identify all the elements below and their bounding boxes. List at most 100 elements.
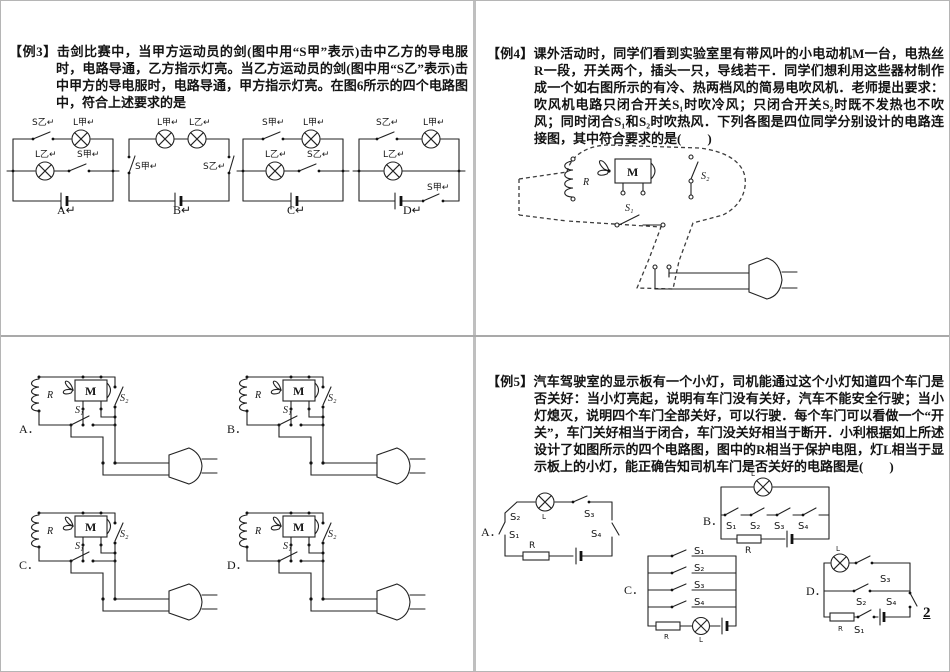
switch-icon [671,549,687,608]
switch-icon [32,131,51,140]
switch-label: S₃ [584,509,594,520]
switch-label: S₂ [750,521,760,532]
ex4-option-a: A． [19,374,218,485]
option-letter: C． [19,558,39,572]
ex4-option-d: D． [227,510,426,621]
ex5-circuit-d: D． L S₃ S₂ S₄ R S₁ [806,545,918,636]
switch-label: S₂ [856,597,866,608]
resistor-label: R [745,546,751,556]
switch-icon [422,193,440,202]
switch-icon [909,592,918,607]
switch-icon [855,555,871,564]
switch-icon [857,609,872,618]
switch-label: S甲↵ [262,117,284,128]
switch-icon [853,583,869,592]
lamp-label: L [836,545,840,553]
switch-label: S乙↵ [203,161,225,172]
switch-label: S₄ [886,597,896,608]
lamp-icon [753,477,773,497]
ex3-circuit-a: S乙↵ L甲↵ L乙↵ S甲↵ A↵ [6,117,120,217]
motor-icon [614,158,656,196]
lamp-icon [187,129,207,149]
lamp-icon [301,129,321,149]
switch-label: S₃ [694,580,704,591]
lamp-icon [830,553,850,573]
problem-ex3: 【例3】击剑比赛中，当甲方运动员的剑(图中用“S甲”表示)击中乙方的导电服时，电… [9,43,468,111]
problem-ex5-tag: 【例5】 [487,374,534,389]
lamp-label: L甲↵ [157,117,179,128]
circuit-letter: C↵ [287,203,305,217]
plug-icon [748,257,783,300]
switch-icon [128,155,136,174]
cord-and-plug [652,257,798,300]
lamp-icon [535,492,555,512]
battery-icon [786,530,794,548]
page-number: 2 [923,605,931,621]
ex4-option-c: C． [19,510,218,621]
switch-label: S₁ [726,521,736,532]
lamp-icon [71,129,91,149]
switch-s1-label: S₁ [625,203,633,214]
heater-label: R [582,177,589,188]
battery-icon [879,608,886,626]
heater-coil-icon [564,156,576,202]
lamp-label: L乙↵ [383,149,405,160]
lamp-label: L乙↵ [265,149,287,160]
switch-icon [498,521,506,535]
switch-label: S₄ [798,521,808,532]
resistor-icon [655,621,681,631]
horizontal-page-divider [1,335,949,337]
fan-icon [597,160,611,176]
circuit-letter: C． [624,583,644,597]
circuit-letter: D． [806,584,827,598]
switch-label: S甲↵ [135,161,157,172]
switch-label: S₂ [510,512,520,523]
ex5-circuit-a: A． S₂ S₁ L S₃ S₄ R [481,492,620,565]
lamp-icon [421,129,441,149]
circuit-letter: A↵ [57,203,76,217]
problem-ex3-text: 击剑比赛中，当甲方运动员的剑(图中用“S甲”表示)击中乙方的导电服时，电路导通，… [56,44,468,110]
dryer-nozzle-outline [518,171,568,222]
switch-label: S₄ [694,597,704,608]
circuit-letter: A． [481,525,502,539]
resistor-icon [522,551,550,561]
switch-icon [376,131,395,140]
motor-label: M [627,165,638,179]
hair-dryer-figure: R M S₂ S₁ [518,144,798,300]
battery-icon [721,617,729,635]
battery-icon [290,192,299,210]
battery-icon [394,192,403,210]
switch-s2-label: S₂ [701,171,710,182]
ex3-circuit-c: S甲↵ L甲↵ L乙↵ S乙↵ C↵ [236,117,350,217]
switch-label: S乙↵ [32,117,54,128]
switch-icon [228,155,235,174]
option-letter: A． [19,422,40,436]
problem-ex3-tag: 【例3】 [9,44,57,59]
lamp-label: L [542,513,546,521]
lamp-icon [155,129,175,149]
lamp-label: L甲↵ [303,117,325,128]
switch-label: S₁ [509,530,519,541]
switch-label: S₃ [774,521,784,532]
switch-label: S₁ [854,625,864,636]
lamp-label: L乙↵ [189,117,211,128]
switch-icon [724,507,817,516]
switch-label: S₄ [591,529,601,540]
switch-s2-icon [688,154,699,200]
circuit-letter: B． [703,514,723,528]
problem-ex5: 【例5】汽车驾驶室的显示板有一个小灯，司机能通过这个小灯知道四个车门是否关好：当… [487,373,944,475]
switch-icon [611,522,620,536]
switch-label: S₁ [694,546,704,557]
circuit-letter: D↵ [403,203,422,217]
resistor-label: R [838,625,843,633]
resistor-icon [829,612,855,622]
battery-icon [60,192,69,210]
battery-icon [575,547,583,565]
ex3-circuit-b: L甲↵ L乙↵ S甲↵ S乙↵ B↵ [127,117,235,217]
ex5-circuit-c: C． S₁ S₂ S₃ S₄ R L [624,546,737,644]
lamp-icon [691,616,711,636]
problem-ex4: 【例4】课外活动时，同学们看到实验室里有带风叶的小电动机M一台，电热丝R一段，开… [487,45,944,147]
switch-icon [68,163,87,172]
switch-label: S乙↵ [376,117,398,128]
